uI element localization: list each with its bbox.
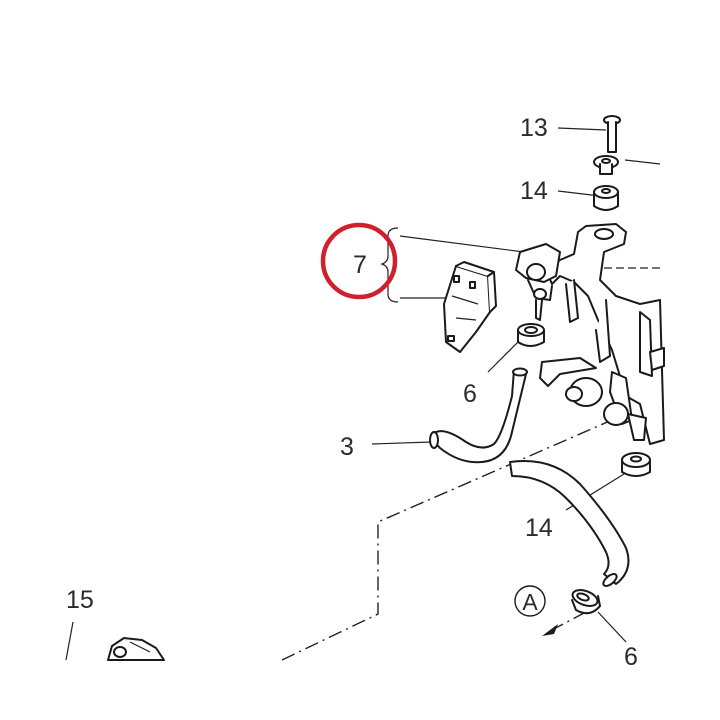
view-a-marker: A: [514, 585, 546, 617]
washer: [593, 155, 619, 175]
callout-14-lower: 14: [525, 514, 553, 542]
callout-14-upper: 14: [520, 177, 548, 205]
vacuum-hose-3: [429, 367, 630, 587]
mounting-bracket: [539, 223, 665, 445]
callout-7: 7: [353, 251, 367, 279]
grommet-14-lower: [621, 452, 651, 477]
view-a-arrow-head: [542, 624, 558, 636]
callout-6-upper: 6: [463, 380, 477, 408]
view-a-label: A: [522, 589, 538, 615]
part-15: [107, 637, 165, 661]
callout-6-lower: 6: [624, 643, 638, 671]
bolt-13: [603, 115, 621, 153]
sensor-connector: [443, 261, 497, 353]
leader-lines: [65, 127, 664, 661]
hose-clamp-6-upper: [517, 323, 545, 347]
highlight-ring: [320, 222, 398, 300]
hose-clamp-6-lower: [571, 589, 601, 615]
sensor-module: [515, 243, 561, 321]
grommet-14-upper: [593, 185, 619, 211]
callout-3: 3: [340, 433, 354, 461]
callout-15: 15: [66, 586, 94, 614]
group-brace-7: [380, 227, 399, 303]
callout-13: 13: [520, 114, 548, 142]
routing-lines: [281, 419, 613, 661]
